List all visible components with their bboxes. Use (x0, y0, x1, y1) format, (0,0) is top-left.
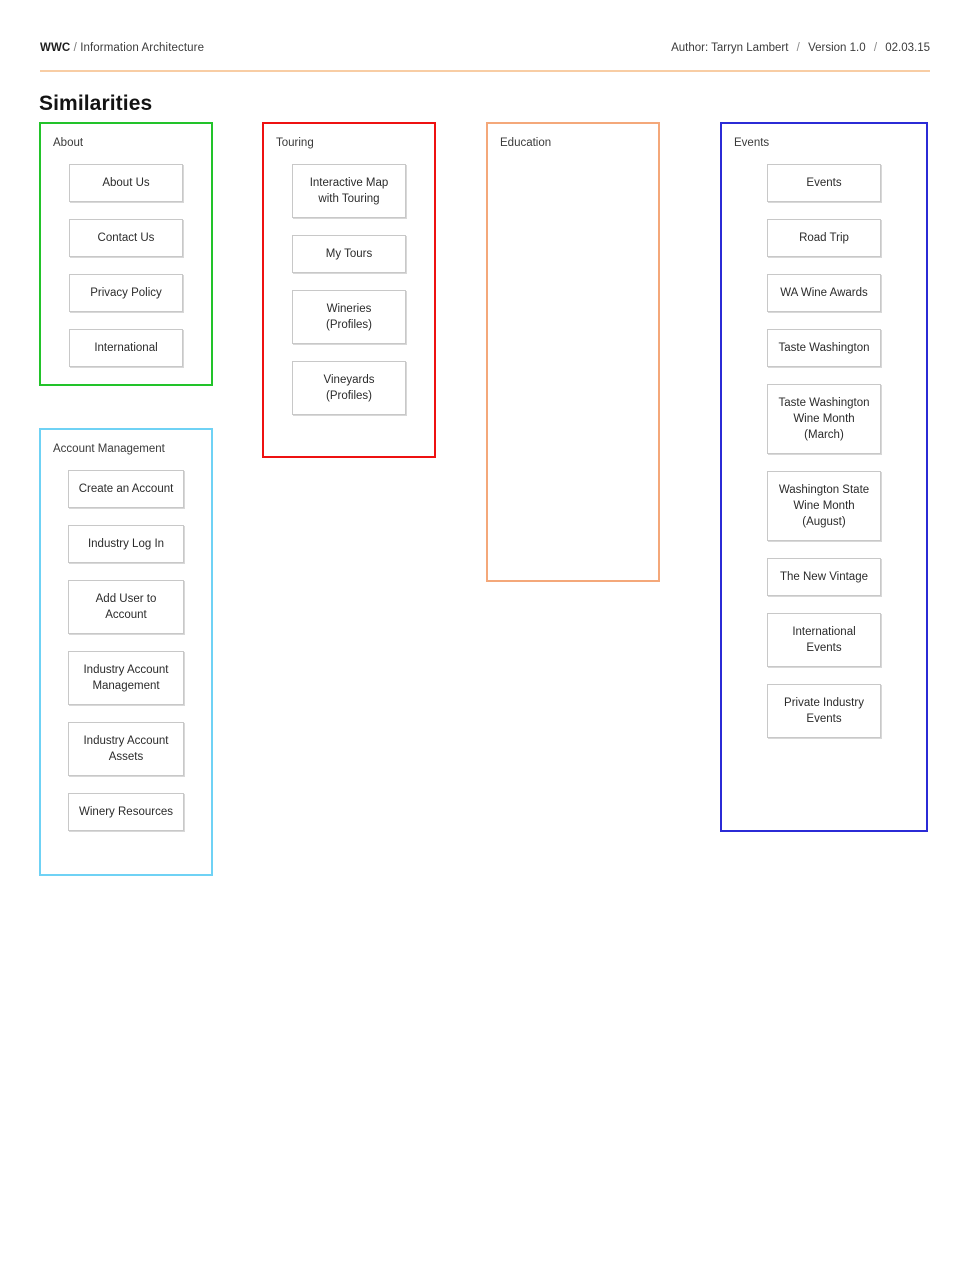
node-label: Events (806, 177, 842, 189)
node-item[interactable]: My Tours (292, 235, 406, 273)
node-label: Industry Account Assets (83, 735, 169, 763)
node-label: Road Trip (799, 232, 849, 244)
node-item[interactable]: Add User to Account (68, 580, 184, 634)
group-label-touring: Touring (276, 137, 314, 149)
document-meta: Author: Tarryn Lambert / Version 1.0 / 0… (671, 42, 930, 54)
node-label: Privacy Policy (90, 287, 162, 299)
node-label: WA Wine Awards (780, 287, 868, 299)
node-item[interactable]: Road Trip (767, 219, 881, 257)
node-item[interactable]: Winery Resources (68, 793, 184, 831)
meta-separator-2: / (873, 42, 878, 54)
node-item[interactable]: Taste Washington Wine Month (March) (767, 384, 881, 454)
node-label: Create an Account (78, 483, 174, 495)
page-title: Similarities (39, 92, 153, 116)
version-label: Version 1.0 (808, 42, 866, 54)
breadcrumb-separator: / (73, 42, 77, 54)
date-label: 02.03.15 (885, 42, 930, 54)
author-label: Author: Tarryn Lambert (671, 42, 789, 54)
node-item[interactable]: Industry Log In (68, 525, 184, 563)
node-label: My Tours (325, 248, 373, 260)
node-item[interactable]: Interactive Map with Touring (292, 164, 406, 218)
node-item[interactable]: Privacy Policy (69, 274, 183, 312)
node-label: Washington State Wine Month (August) (778, 484, 870, 528)
group-label-account-management: Account Management (53, 443, 165, 455)
header-divider (40, 70, 930, 72)
brand-label: WWC (40, 42, 71, 54)
meta-separator-1: / (796, 42, 800, 54)
node-item[interactable]: Create an Account (68, 470, 184, 508)
node-label: About Us (102, 177, 150, 189)
breadcrumb: WWC / Information Architecture (40, 42, 204, 54)
group-label-events: Events (734, 137, 770, 149)
node-label: Vineyards (Profiles) (323, 374, 375, 402)
node-label: Interactive Map with Touring (309, 177, 389, 205)
node-item[interactable]: Events (767, 164, 881, 202)
node-label: Industry Account Management (83, 664, 169, 692)
node-label: The New Vintage (779, 571, 868, 583)
node-item[interactable]: Vineyards (Profiles) (292, 361, 406, 415)
node-item[interactable]: Washington State Wine Month (August) (767, 471, 881, 541)
node-label: International Events (792, 626, 856, 654)
node-label: Contact Us (97, 232, 155, 244)
node-item[interactable]: Wineries (Profiles) (292, 290, 406, 344)
node-item[interactable]: International Events (767, 613, 881, 667)
node-label: Winery Resources (79, 806, 173, 818)
node-item[interactable]: WA Wine Awards (767, 274, 881, 312)
node-item[interactable]: Private Industry Events (767, 684, 881, 738)
node-item[interactable]: Taste Washington (767, 329, 881, 367)
node-label: Wineries (Profiles) (325, 303, 372, 331)
node-item[interactable]: Contact Us (69, 219, 183, 257)
node-label: Taste Washington Wine Month (March) (778, 397, 870, 441)
document-header: WWC / Information Architecture Author: T… (40, 42, 930, 72)
breadcrumb-section: Information Architecture (80, 42, 205, 54)
node-label: Taste Washington (778, 342, 870, 354)
node-item[interactable]: About Us (69, 164, 183, 202)
node-label: Add User to Account (95, 593, 157, 621)
node-label: International (94, 342, 158, 354)
node-label: Private Industry Events (784, 697, 864, 725)
node-label: Industry Log In (87, 538, 165, 550)
group-education: Education (486, 122, 660, 582)
group-label-education: Education (500, 137, 552, 149)
node-item[interactable]: Industry Account Management (68, 651, 184, 705)
node-item[interactable]: Industry Account Assets (68, 722, 184, 776)
node-item[interactable]: International (69, 329, 183, 367)
node-item[interactable]: The New Vintage (767, 558, 881, 596)
group-label-about: About (53, 137, 84, 149)
